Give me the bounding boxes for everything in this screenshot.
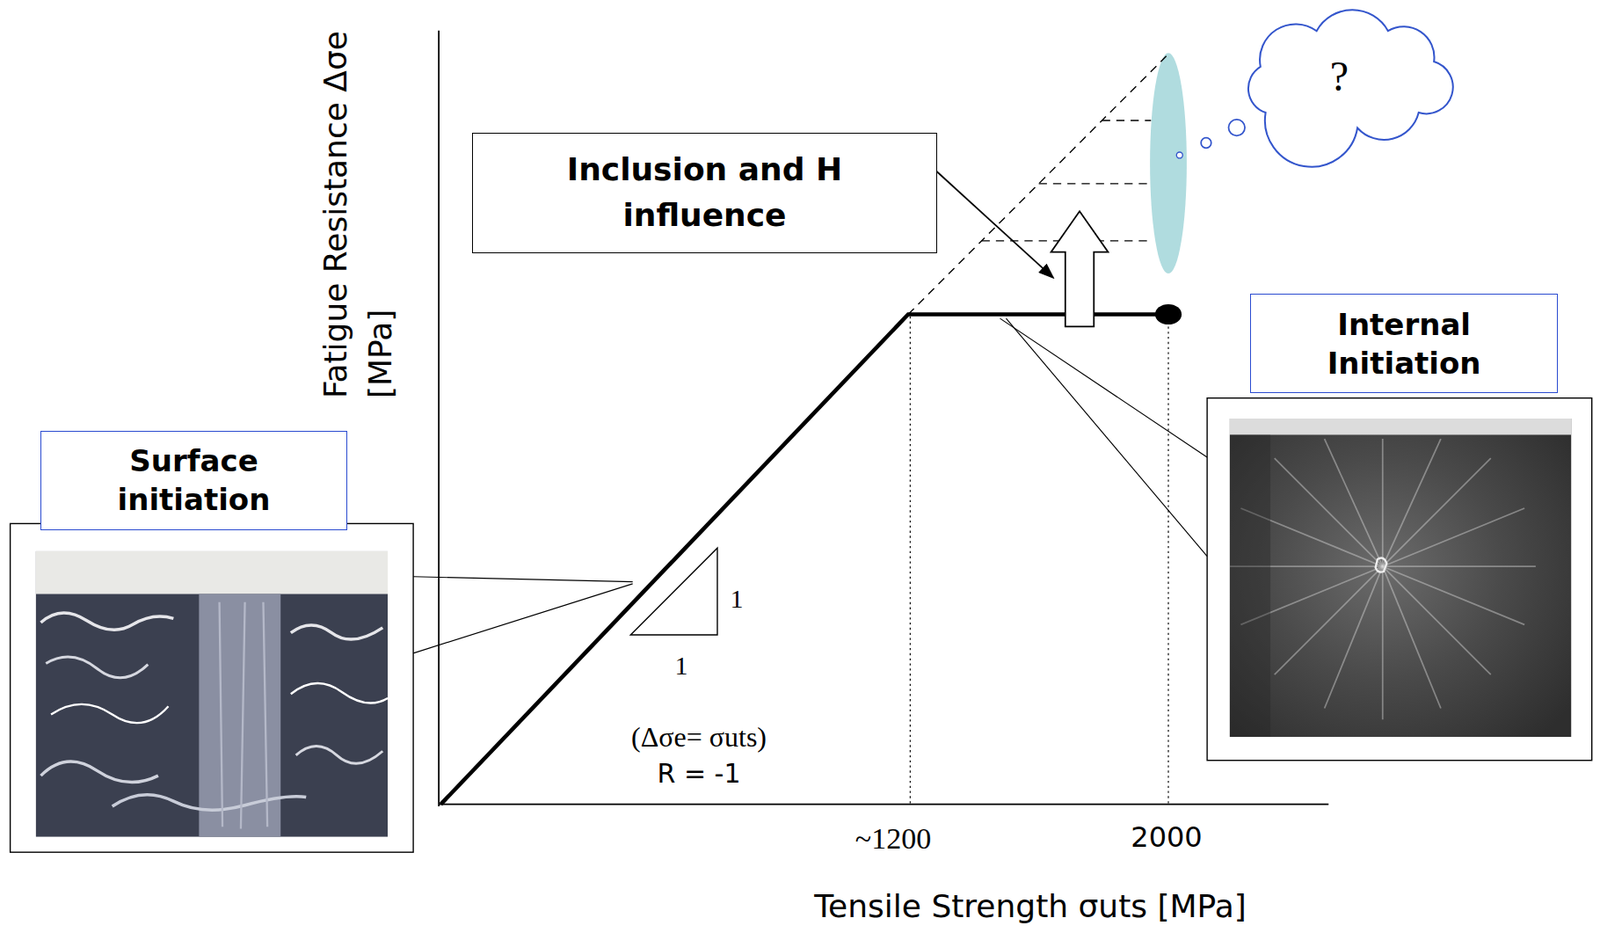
radial-mark [1382,566,1491,675]
leader-line [999,318,1208,458]
fracture-texture [40,761,158,783]
fracture-photo [1229,434,1271,737]
label-box: Internal Initiation [1250,293,1559,393]
fracture-texture [296,745,384,764]
leader-line [413,576,633,582]
fracture-photo [36,551,388,837]
scatter-ellipse [1149,52,1187,274]
pointer-arrow [937,171,1054,278]
tick-label: 2000 [1130,820,1202,854]
thought-bubble [1200,138,1212,149]
tick-label: 2000 [1130,820,1202,854]
fatigue-curve [440,313,1169,804]
radial-mark [1382,565,1536,568]
cloud-outline [1248,9,1454,167]
radial-mark [1382,438,1441,567]
level-line [1039,182,1152,184]
stress-ratio: R = -1 [657,757,742,790]
axis-title: Fatigue Resistance Δσe [MPa] [312,2,403,399]
y-axis [437,30,440,807]
slope-value: 1 [730,582,744,615]
radial-mark [1274,458,1383,567]
tick-label: ~1200 [855,821,931,858]
extrapolation-line [908,56,1167,315]
thought-cloud: ? [1229,10,1450,144]
inclusion-mark [1375,558,1388,573]
slope-value: 1 [730,582,744,615]
label-box: Surface initiation [40,430,347,531]
box-title: Inclusion and H influence [510,146,898,239]
guide-line [1167,316,1169,805]
radial-mark [1382,566,1525,625]
photo-frame [1207,398,1593,761]
radial-mark [1274,566,1383,675]
slope-value: 1 [675,649,689,682]
thought-bubble [1228,119,1245,137]
slope-triangle [630,547,718,635]
x-axis [438,803,1329,806]
slope-value: 1 [675,649,689,682]
level-line [1102,119,1152,121]
fracture-photo [1229,418,1572,737]
question-mark: ? [1330,53,1349,101]
leader-line [1005,318,1208,556]
fracture-texture [290,683,388,703]
fracture-texture [45,656,148,678]
fracture-texture [40,612,174,630]
end-dot [1155,304,1182,325]
thought-bubble [1176,152,1183,159]
radial-mark [1382,458,1491,567]
fracture-photo [36,551,388,595]
tick-label: ~1200 [855,821,931,858]
fracture-texture [50,704,168,723]
increase-arrow [1051,210,1109,327]
radial-mark [1382,566,1441,708]
equation: (Δσe= σuts) [631,720,767,754]
fracture-texture [219,602,269,830]
equation: (Δσe= σuts) [631,720,767,754]
leader-line [413,583,633,654]
fracture-texture [290,625,383,640]
stress-ratio: R = -1 [657,757,742,790]
fracture-texture [112,794,307,811]
radial-mark [1324,566,1383,708]
axis-title: Tensile Strength σuts [MPa] [814,887,1247,925]
label-box: Inclusion and H influence [472,132,937,254]
axis-title: Fatigue Resistance Δσe [MPa] [312,2,403,399]
radial-mark [1324,438,1383,567]
radial-mark [1382,508,1525,567]
box-title: Surface initiation [88,441,300,519]
radial-mark [1381,438,1384,567]
photo-frame [10,523,414,852]
axis-title: Tensile Strength σuts [MPa] [814,887,1247,925]
radial-marks [1229,438,1536,720]
guide-line [909,316,911,805]
box-title: Internal Initiation [1298,305,1510,383]
fracture-photo [1229,418,1572,436]
radial-mark [1381,566,1384,720]
